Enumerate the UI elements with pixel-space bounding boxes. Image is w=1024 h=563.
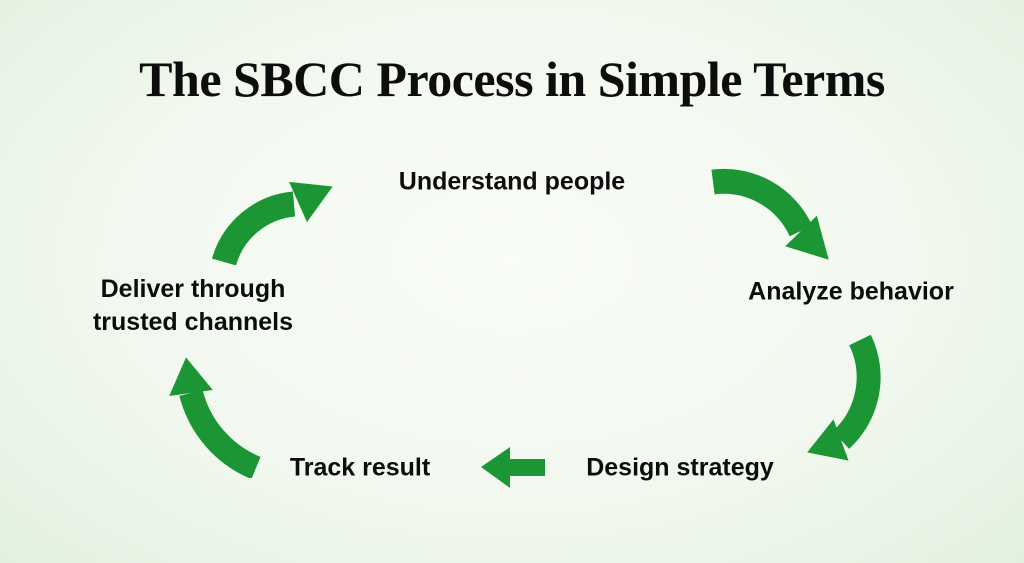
step-label-deliver-trusted-channels: Deliver through trusted channels xyxy=(92,275,294,336)
step-label-design-strategy: Design strategy xyxy=(586,453,774,482)
curved-arrow-up-icon xyxy=(169,357,261,478)
step-label-understand-people: Understand people xyxy=(398,167,626,196)
step-label-track-result: Track result xyxy=(289,453,431,482)
diagram-title: The SBCC Process in Simple Terms xyxy=(139,51,885,107)
curved-arrow-down-left-icon xyxy=(807,334,881,461)
step-label-analyze-behavior: Analyze behavior xyxy=(748,277,954,306)
curved-arrow-up-right-icon xyxy=(211,181,333,266)
block-arrow-left-icon xyxy=(481,447,545,488)
curved-arrow-down-right-icon xyxy=(711,168,829,260)
